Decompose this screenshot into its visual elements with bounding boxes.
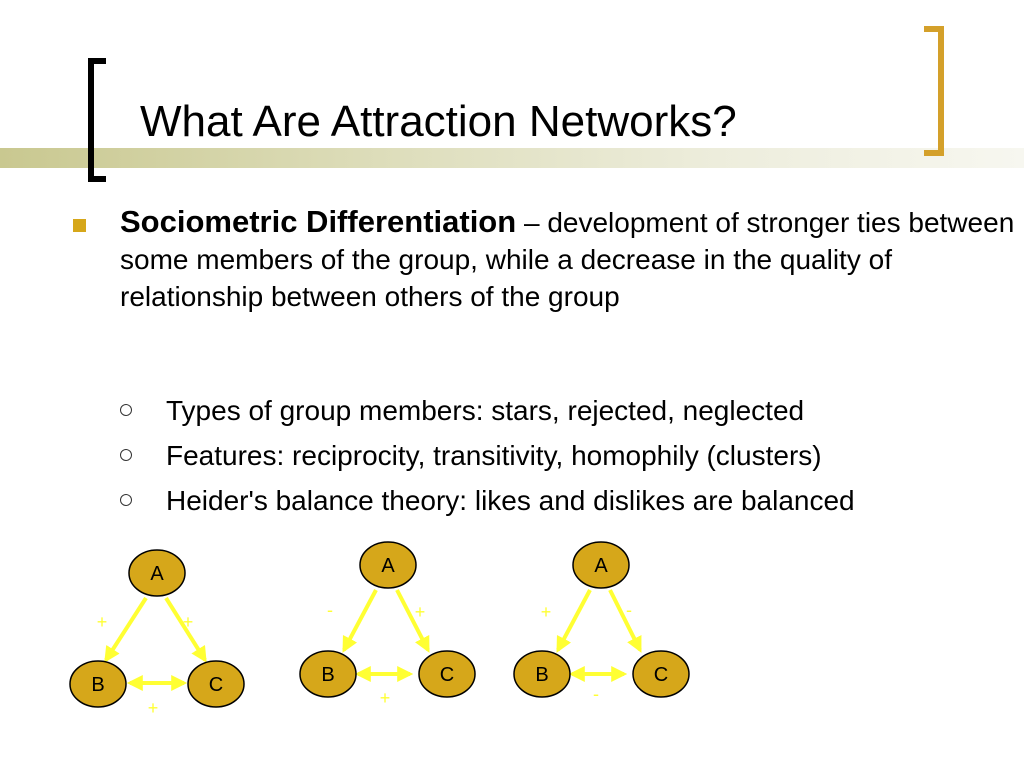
node-b-label: B (321, 664, 334, 686)
node-c (187, 660, 245, 708)
node-a (572, 541, 630, 589)
sign-ac: + (415, 602, 426, 622)
node-c-label: C (209, 674, 223, 696)
sign-ac: - (626, 600, 632, 620)
edge-ac (608, 589, 642, 653)
node-a-label: A (594, 555, 608, 577)
ring-bullet-icon (120, 403, 132, 416)
definition-paragraph: Sociometric Differentiation – developmen… (120, 203, 1020, 315)
square-bullet-icon (73, 219, 86, 232)
right-bracket-decoration (924, 26, 944, 156)
triangle-1: A B C + + + (69, 549, 245, 718)
left-bracket-decoration (88, 58, 106, 182)
ring-bullet-icon (120, 448, 132, 461)
sign-bc: + (148, 698, 159, 718)
node-b (299, 650, 357, 698)
subbullet-text: Types of group members: stars, rejected,… (166, 395, 805, 426)
node-a-label: A (381, 555, 395, 577)
edge-ac (164, 596, 207, 663)
edge-ab (104, 596, 148, 663)
sign-ab: - (327, 600, 333, 620)
subbullet-text: Heider's balance theory: likes and disli… (166, 485, 855, 516)
subbullet-text: Features: reciprocity, transitivity, hom… (166, 440, 822, 471)
sign-ab: + (97, 612, 108, 632)
triangle-2: A B C - + + (299, 541, 476, 708)
node-c (418, 650, 476, 698)
node-a-label: A (150, 563, 164, 585)
slide-title: What Are Attraction Networks? (140, 97, 737, 146)
sign-ab: + (541, 602, 552, 622)
sign-ac: + (183, 612, 194, 632)
sign-bc: - (593, 684, 599, 704)
title-band (0, 148, 1024, 168)
subbullet-item: Heider's balance theory: likes and disli… (120, 481, 1020, 521)
balance-triangles-diagram: A B C + + + A B C - + + A B C + - - (69, 541, 690, 718)
subbullet-item: Features: reciprocity, transitivity, hom… (120, 436, 1020, 476)
subbullet-item: Types of group members: stars, rejected,… (120, 391, 1020, 431)
definition-term: Sociometric Differentiation (120, 204, 517, 239)
node-b (69, 660, 127, 708)
ring-bullet-icon (120, 493, 132, 506)
node-b-label: B (91, 674, 104, 696)
definition-text: – development of stronger ties between s… (120, 207, 1015, 312)
node-a (359, 541, 417, 589)
node-c-label: C (654, 664, 668, 686)
triangle-3: A B C + - - (513, 541, 690, 704)
node-c-label: C (440, 664, 454, 686)
sign-bc: + (380, 688, 391, 708)
node-c (632, 650, 690, 698)
node-b-label: B (535, 664, 548, 686)
edge-ab (342, 589, 378, 653)
node-a (128, 549, 186, 597)
node-b (513, 650, 571, 698)
edge-ac (395, 589, 430, 653)
edge-ab (556, 589, 592, 653)
